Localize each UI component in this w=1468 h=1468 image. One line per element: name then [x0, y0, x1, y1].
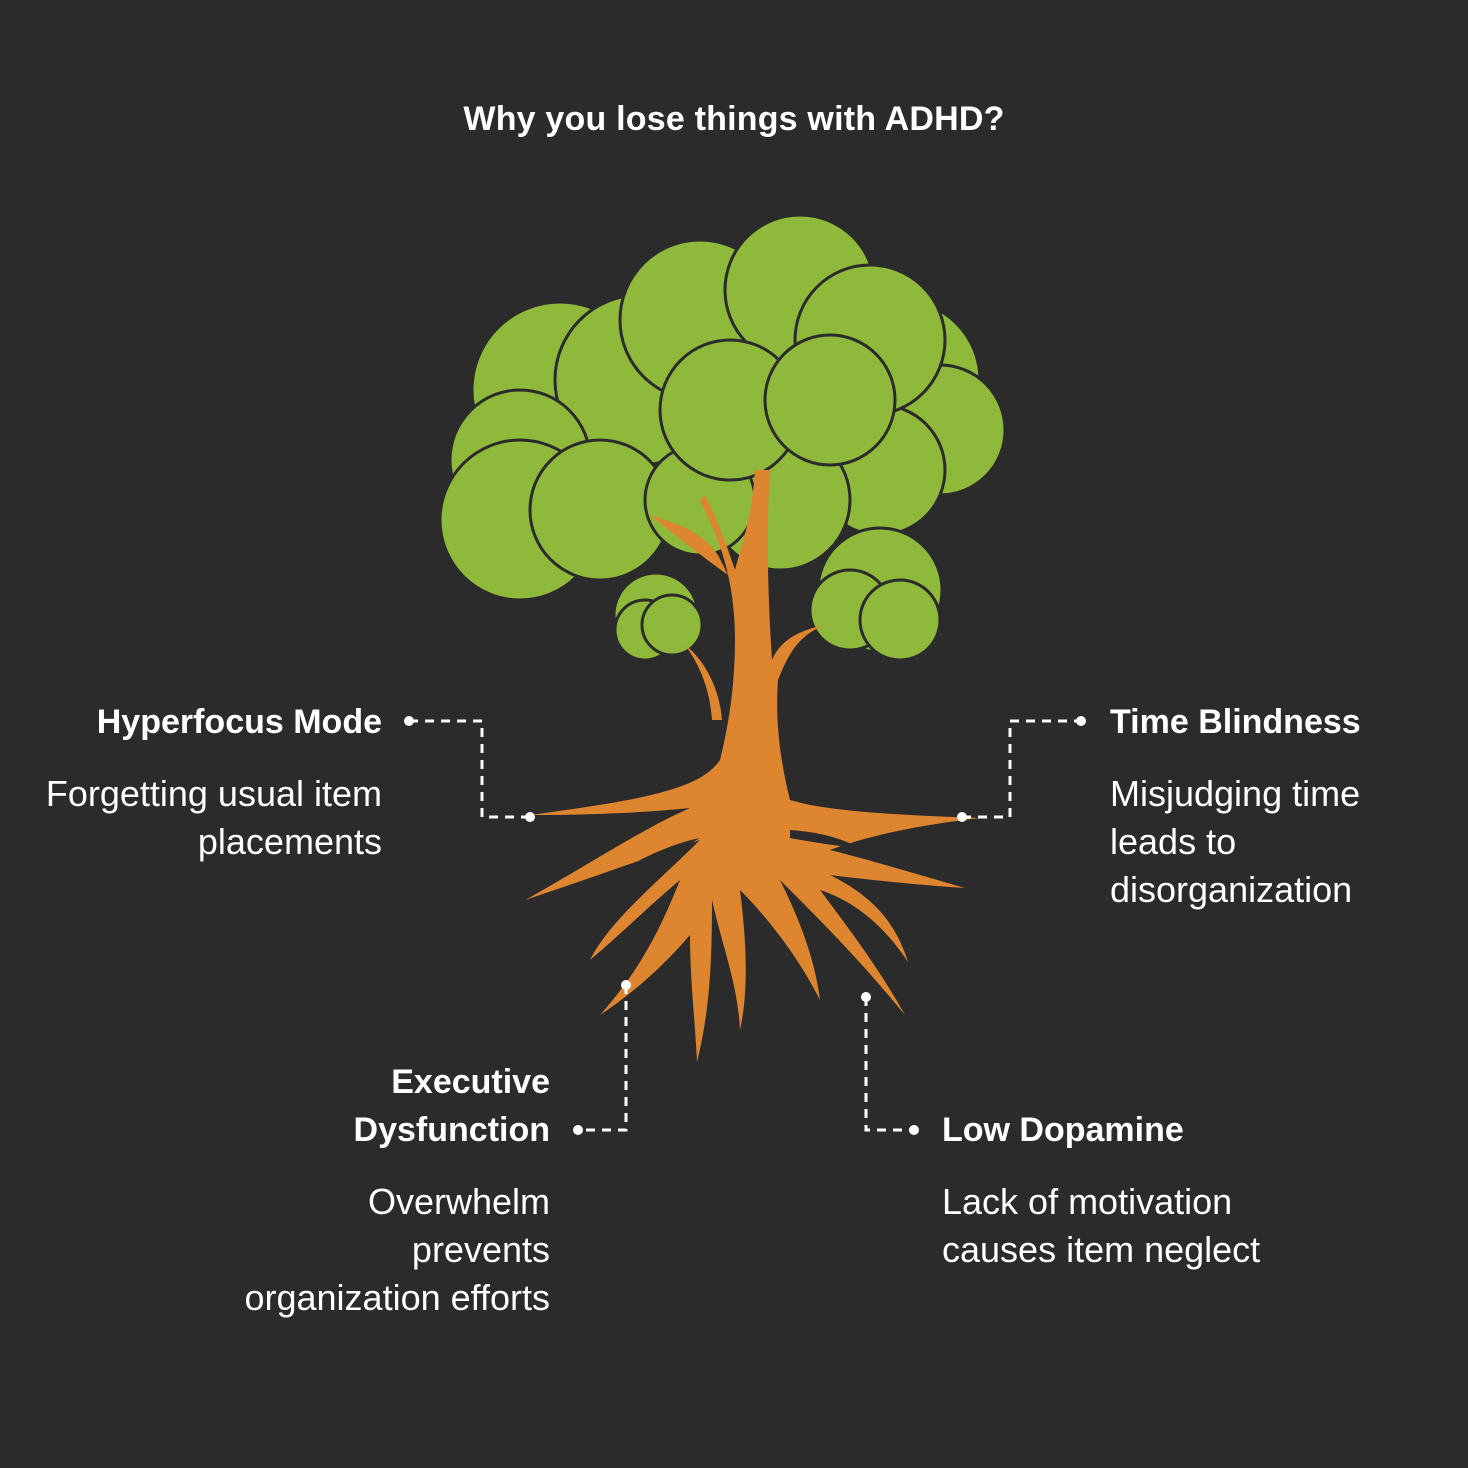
- time-blindness-heading: Time Blindness: [1110, 703, 1361, 741]
- time-blindness-block: Time Blindness Misjudging time leads to …: [1110, 698, 1430, 914]
- page-title: Why you lose things with ADHD?: [463, 100, 1005, 138]
- hyperfocus-description: Forgetting usual item placements: [45, 773, 382, 862]
- tree-trunk: [525, 470, 980, 1062]
- connector-hyperfocus: [409, 719, 530, 819]
- connector-executive: [578, 985, 628, 1132]
- connector-dots: [404, 716, 1086, 1135]
- tree-foliage: [438, 213, 1007, 662]
- connectors: [409, 719, 1081, 1132]
- low-dopamine-heading: Low Dopamine: [942, 1111, 1184, 1149]
- executive-description: Overwhelm prevents organization efforts: [244, 1181, 550, 1318]
- hyperfocus-heading: Hyperfocus Mode: [96, 703, 382, 741]
- executive-block: Executive Dysfunction Overwhelm prevents…: [240, 1058, 550, 1322]
- hyperfocus-block: Hyperfocus Mode Forgetting usual item pl…: [40, 698, 382, 866]
- executive-heading: Executive Dysfunction: [353, 1063, 550, 1149]
- connector-time-blindness: [962, 719, 1081, 819]
- root-gaps: [640, 830, 860, 870]
- low-dopamine-description: Lack of motivation causes item neglect: [942, 1181, 1261, 1270]
- low-dopamine-block: Low Dopamine Lack of motivation causes i…: [942, 1106, 1342, 1274]
- time-blindness-description: Misjudging time leads to disorganization: [1110, 773, 1361, 910]
- connector-low-dopamine: [864, 997, 914, 1132]
